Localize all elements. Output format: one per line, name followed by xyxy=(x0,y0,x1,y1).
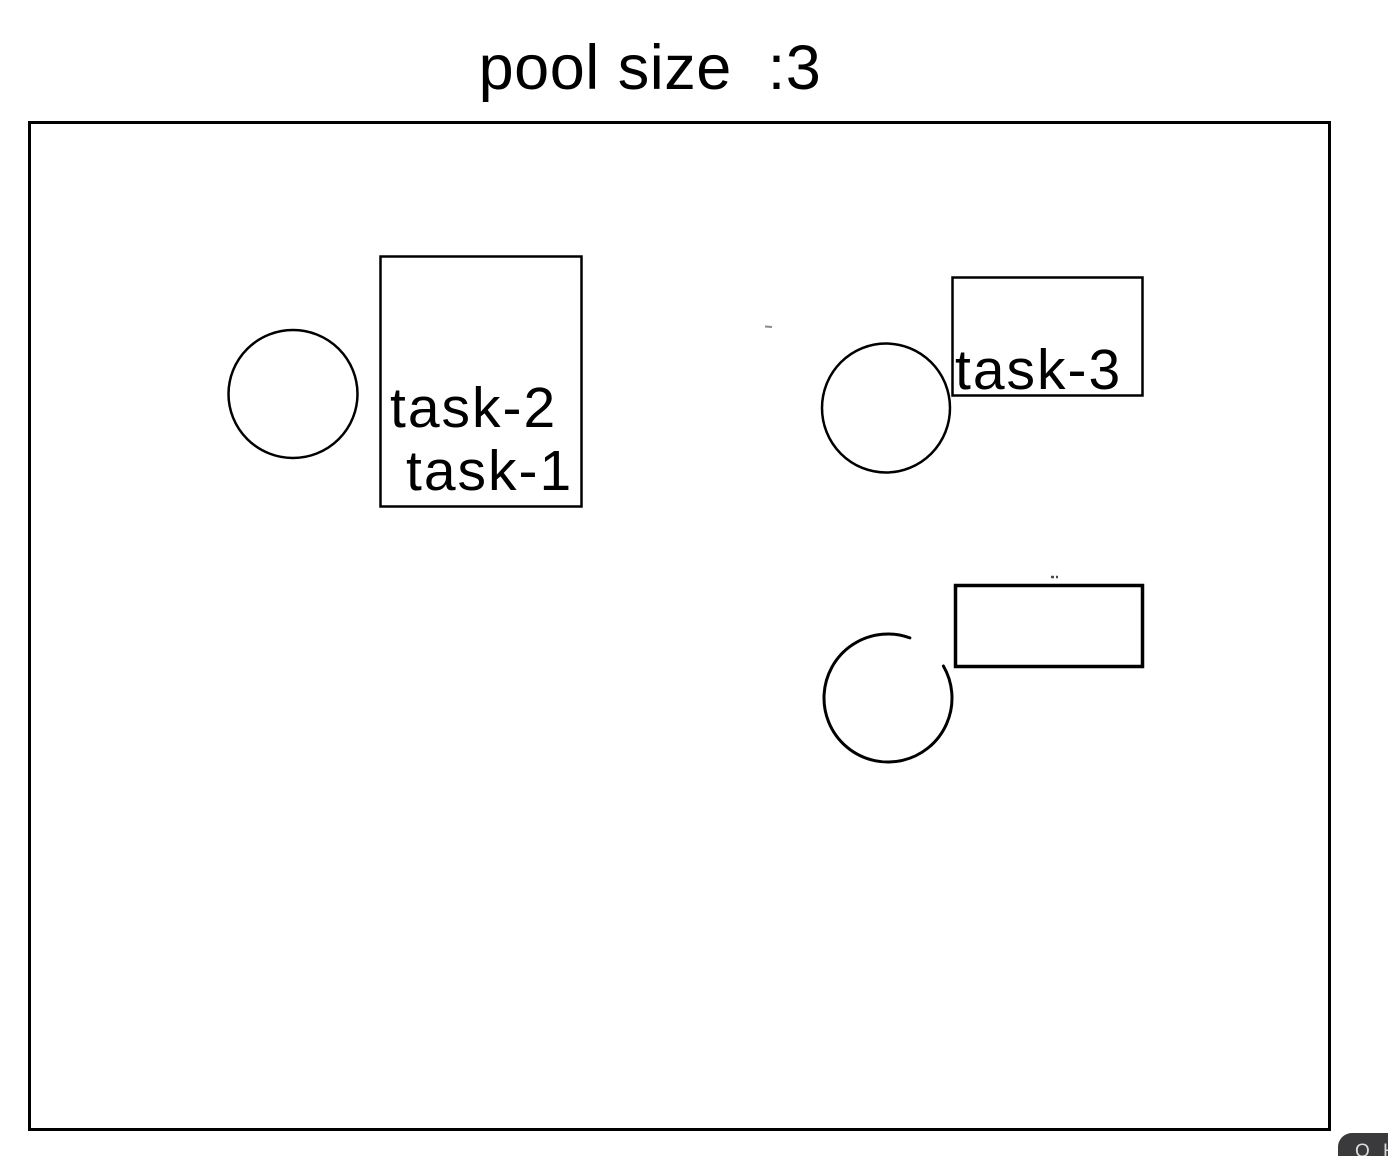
worker-2-group: task-3 xyxy=(820,276,1144,474)
worker-1-queue-box xyxy=(379,255,583,508)
worker-3-group xyxy=(822,583,1145,764)
worker-1-circle xyxy=(227,328,359,460)
worker-3-queue-box xyxy=(953,583,1145,669)
task-label: task-2 xyxy=(390,376,557,440)
worker-2-circle xyxy=(820,342,952,474)
worker-3-circle xyxy=(822,632,954,764)
page-title: pool size :3 xyxy=(478,33,822,103)
worker-1-group: task-2 task-1 xyxy=(227,255,583,508)
task-label: task-1 xyxy=(406,439,573,503)
task-label: task-3 xyxy=(955,338,1122,402)
pool-boundary-box xyxy=(28,121,1331,1131)
corner-overlay-badge[interactable]: O H xyxy=(1338,1133,1388,1156)
worker-2-queue-box xyxy=(951,276,1144,397)
corner-overlay-badge-text: O H xyxy=(1355,1141,1388,1156)
stray-mark xyxy=(764,325,773,328)
